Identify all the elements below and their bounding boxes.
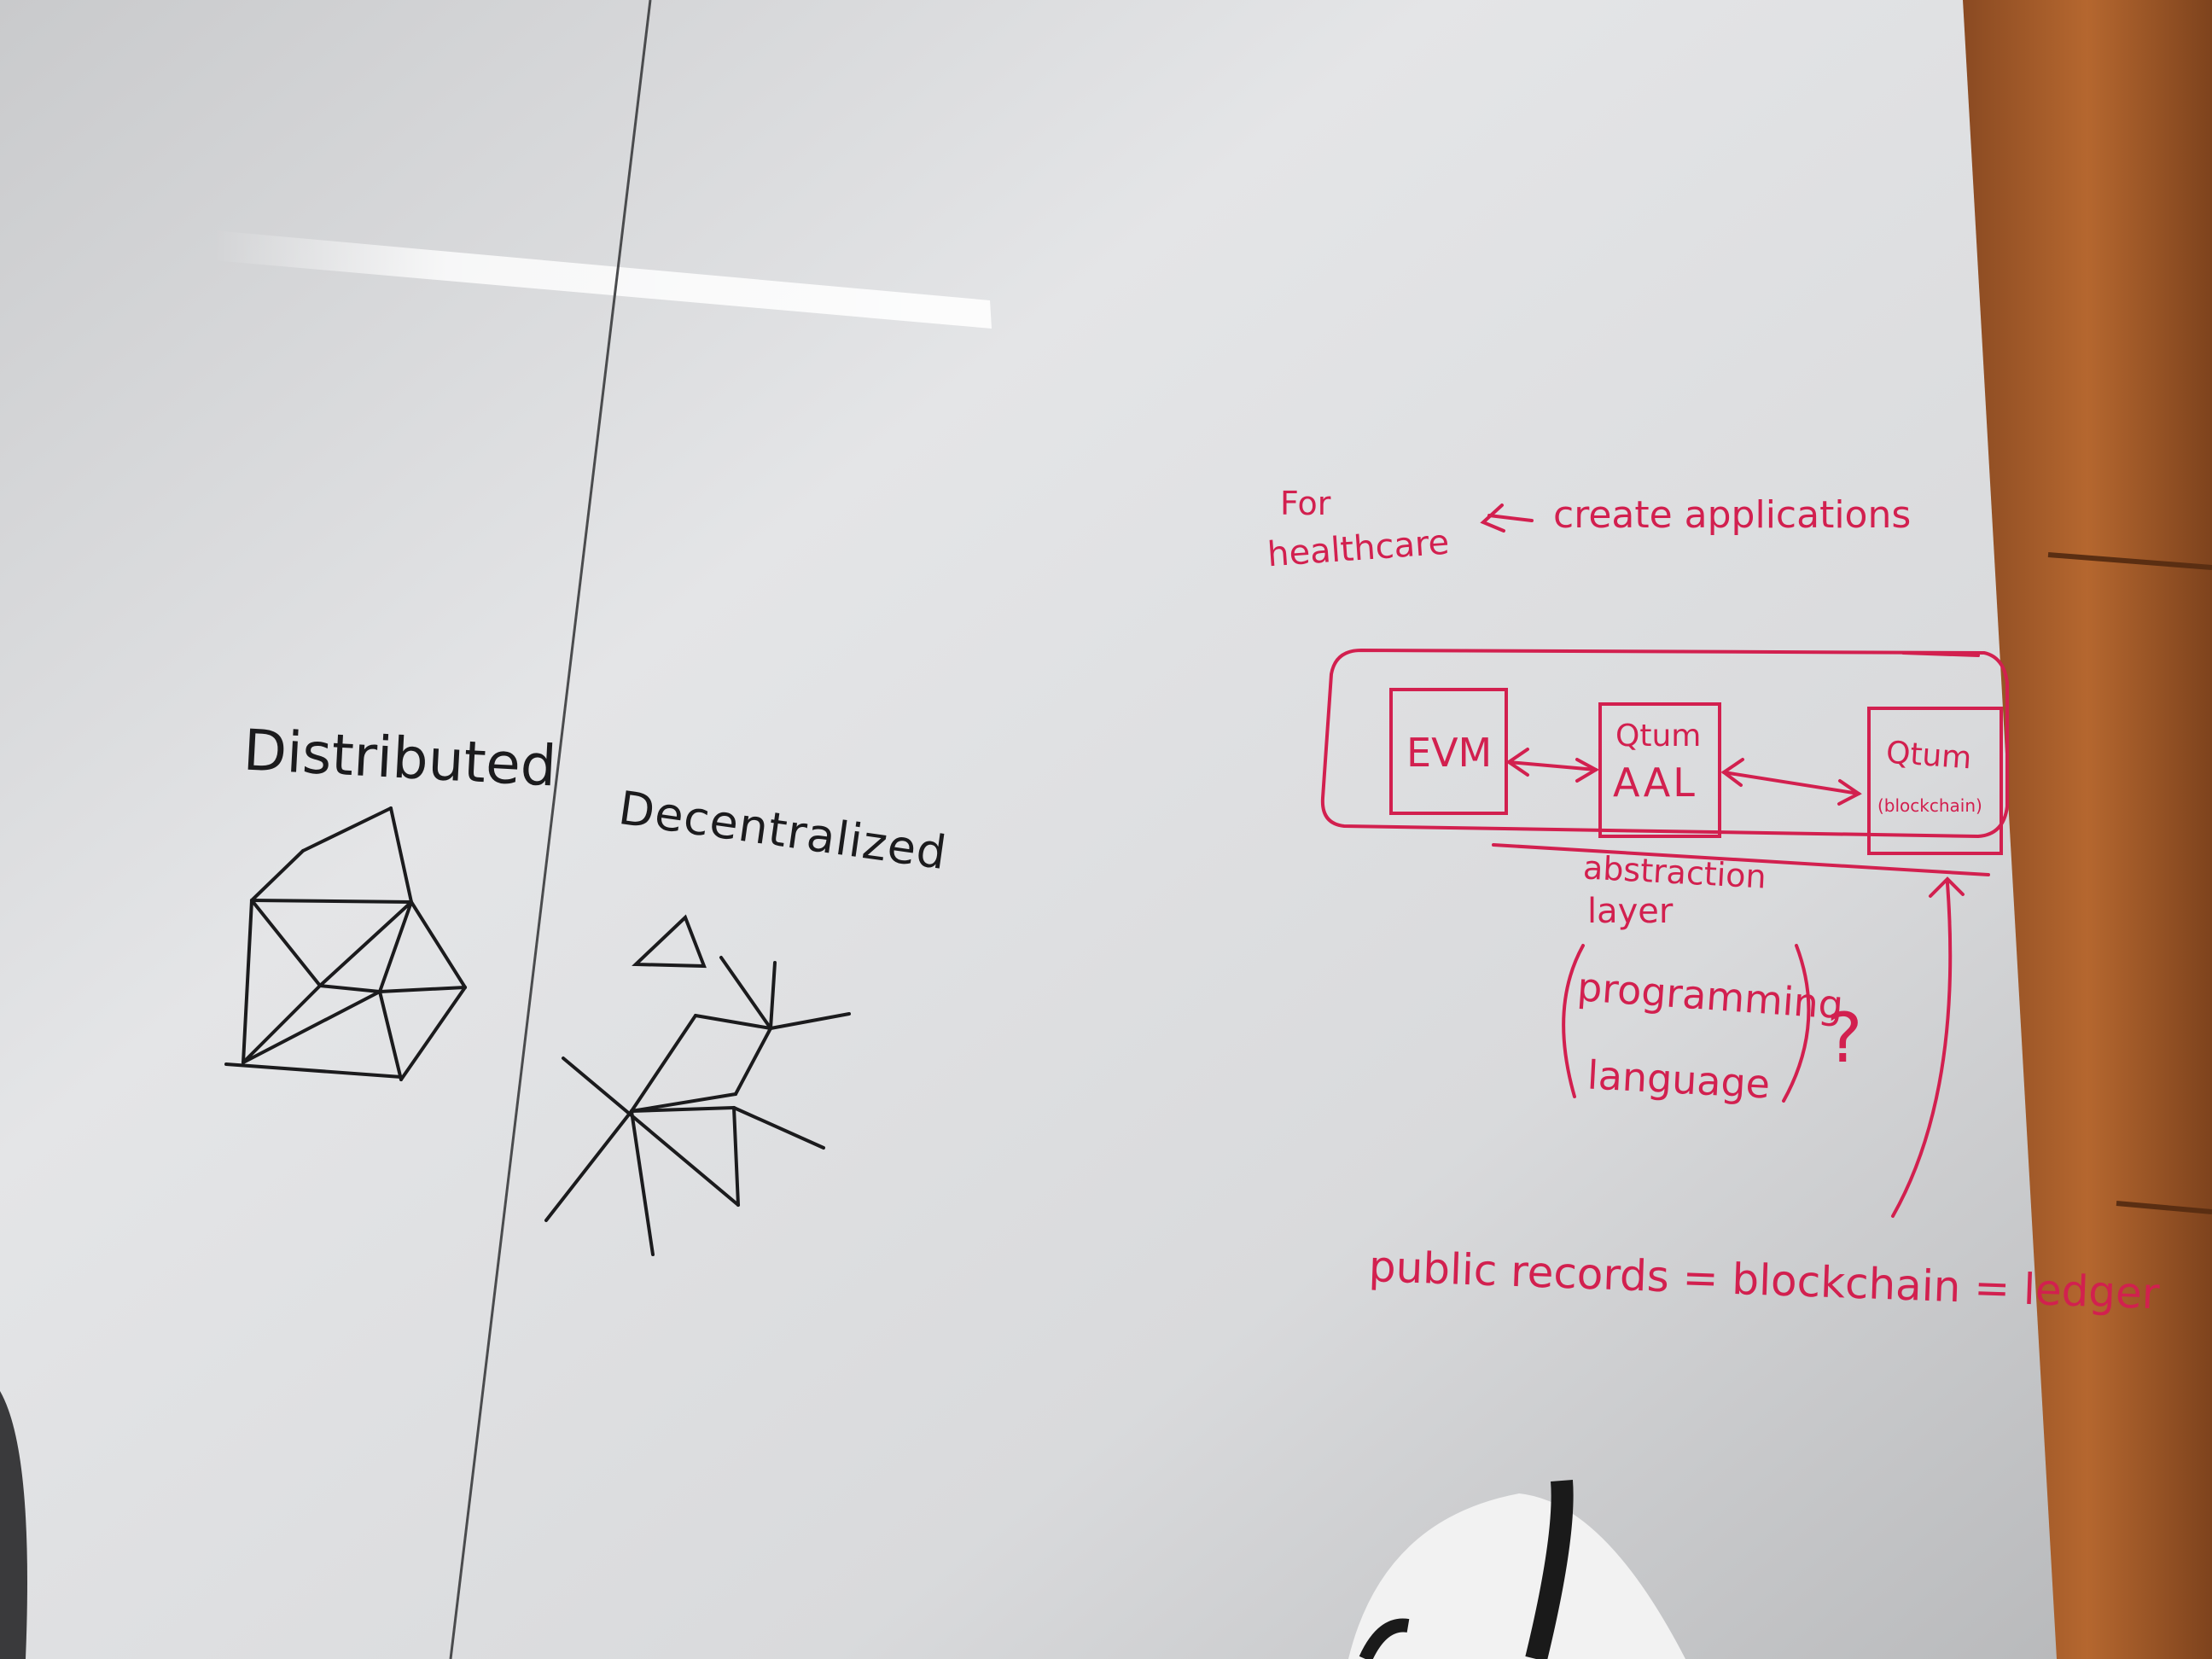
create-applications-label: create applications <box>1553 493 1912 537</box>
layer-label: layer <box>1587 892 1674 931</box>
left-paren <box>1562 944 1585 1098</box>
whiteboard <box>0 0 2057 1659</box>
evm-box <box>1389 688 1508 815</box>
decentralized-network-drawing <box>544 914 851 1256</box>
curved-arrow <box>1891 882 1953 1218</box>
qtum-architecture-diagram <box>1320 504 2009 1218</box>
underline-top <box>1901 651 1980 657</box>
aal-blockchain-arrow <box>1722 771 1860 795</box>
chair-edge <box>0 1391 27 1659</box>
right-paren <box>1782 944 1811 1103</box>
evm-aal-arrow <box>1507 760 1598 771</box>
wood-seam <box>2047 552 2212 570</box>
qtum-aal-line2: AAL <box>1613 760 1697 806</box>
distributed-network-drawing <box>224 806 467 1081</box>
hat <box>1348 1480 1685 1659</box>
language-label: language <box>1586 1051 1772 1108</box>
qtum-chain-line1: Qtum <box>1884 735 1973 777</box>
evm-label: EVM <box>1406 730 1493 776</box>
qtum-chain-line2: (blockchain) <box>1877 795 1982 816</box>
qtum-aal-box <box>1598 702 1721 838</box>
light-glare <box>213 230 992 329</box>
panel-divider <box>449 0 652 1659</box>
qtum-blockchain-box <box>1867 707 2003 855</box>
create-arrow <box>1487 514 1534 522</box>
outer-frame <box>1320 648 2009 839</box>
bottom-line <box>1492 843 1990 876</box>
wood-seam-2 <box>2116 1201 2212 1214</box>
for-label: For <box>1280 485 1331 522</box>
qtum-aal-line1: Qtum <box>1615 719 1702 754</box>
question-mark: ? <box>1826 998 1863 1078</box>
